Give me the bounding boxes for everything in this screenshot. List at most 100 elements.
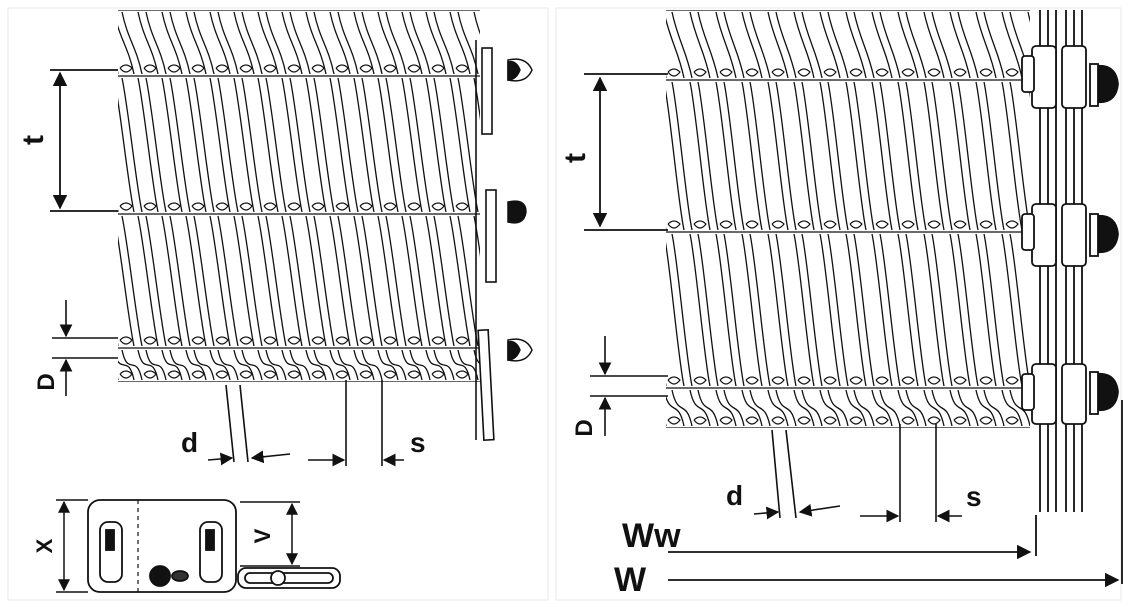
left-mesh-wire	[233, 349, 255, 381]
left-mesh-wire	[329, 11, 351, 75]
left-mesh-wire	[409, 349, 431, 381]
left-mesh-wire	[209, 349, 231, 381]
left-mesh-loop	[192, 0, 204, 6]
left-mesh-wire	[217, 77, 239, 213]
left-mesh-loop	[167, 202, 181, 211]
left-mesh-wire	[409, 215, 431, 347]
right-mesh-wire	[845, 81, 867, 231]
right-mesh-loop	[1006, 0, 1018, 6]
right-mesh-loop	[668, 0, 680, 6]
right-wire-label: d	[726, 480, 743, 511]
left-mesh-wire	[385, 215, 407, 347]
left-mesh-loop	[311, 336, 325, 345]
left-mesh-wire	[137, 215, 159, 347]
right-mesh-loop	[953, 376, 967, 385]
left-mesh-wire	[118, 24, 135, 75]
left-pitch-dimension	[50, 69, 118, 212]
left-mesh-loop	[119, 64, 133, 73]
right-mesh-wire	[853, 11, 875, 79]
left-mesh-wire	[305, 349, 327, 381]
left-mesh-loop	[335, 336, 349, 345]
left-mesh-loop	[408, 0, 420, 6]
left-mesh-loop	[216, 0, 228, 6]
left-mesh-loop	[120, 0, 132, 6]
right-mesh-loop	[927, 416, 941, 425]
right-mesh-loop	[771, 416, 785, 425]
right-mesh-wire	[897, 389, 919, 427]
left-mesh-wire	[473, 11, 480, 35]
right-mesh-wire	[715, 11, 737, 79]
left-mesh-wire	[353, 11, 375, 75]
left-mesh-loop	[263, 370, 277, 379]
left-mesh-wire	[377, 77, 399, 213]
left-mesh-loop	[431, 336, 445, 345]
right-mesh-wire	[819, 233, 841, 387]
right-mesh-wire	[923, 389, 945, 427]
right-mesh-wire	[949, 11, 971, 79]
left-mesh-loop	[168, 0, 180, 6]
left-mesh-wire	[433, 215, 455, 347]
left-mesh-wire	[305, 77, 327, 213]
left-mesh-wire	[121, 349, 143, 381]
left-mesh-loop	[335, 202, 349, 211]
left-mesh-wire	[385, 11, 407, 75]
right-mesh-wire	[819, 11, 841, 79]
right-mesh-wire	[775, 81, 797, 231]
right-mesh-loop	[693, 220, 707, 229]
right-mesh-wire	[697, 11, 719, 79]
right-mesh-loop	[667, 68, 681, 77]
left-mesh-wire	[289, 349, 311, 381]
right-mesh-wire	[819, 389, 841, 427]
left-mesh-wire	[257, 215, 279, 347]
right-mesh-wire	[923, 233, 945, 387]
left-mesh-wire	[265, 349, 287, 381]
left-mesh-wire	[281, 77, 303, 213]
left-mesh-loop	[407, 202, 421, 211]
right-mesh-loop	[824, 0, 836, 6]
left-mesh-loop	[264, 0, 276, 6]
right-spacing-label: s	[966, 481, 982, 512]
left-mesh-loop	[360, 0, 372, 6]
left-mesh-loop	[167, 64, 181, 73]
left-mesh-loop	[239, 336, 253, 345]
right-mesh-loop	[928, 0, 940, 6]
left-mesh-loop	[119, 202, 133, 211]
right-mesh-loop	[979, 376, 993, 385]
right-mesh-wire	[1001, 11, 1023, 79]
right-mesh-loop	[746, 0, 758, 6]
left-spacing-dimension	[308, 380, 404, 467]
right-mesh-wire	[845, 233, 867, 387]
right-mesh-wire	[819, 81, 841, 231]
left-mesh-loop	[287, 336, 301, 345]
left-mesh-wire	[305, 215, 327, 347]
left-mesh-wire	[425, 215, 447, 347]
left-mesh-loop	[359, 336, 373, 345]
right-mesh-wire	[1009, 389, 1030, 427]
right-mesh-loop	[902, 0, 914, 6]
right-mesh-loop	[694, 0, 706, 6]
left-mesh-wire	[193, 215, 215, 347]
right-mesh-wire	[741, 389, 763, 427]
left-mesh-loop	[384, 0, 396, 6]
left-mesh-loop	[455, 64, 469, 73]
right-spacing-dimension	[860, 424, 962, 523]
right-mesh-wire	[671, 11, 693, 79]
right-mesh-wire	[689, 81, 711, 231]
left-wire-label: d	[181, 427, 198, 458]
left-mesh-loop	[407, 336, 421, 345]
left-mesh-wire	[209, 77, 231, 213]
left-mesh-wire	[137, 11, 159, 75]
left-mesh-wire	[329, 77, 351, 213]
left-mesh-wire	[385, 77, 407, 213]
right-mesh-wire	[957, 233, 979, 387]
left-mesh-wire	[193, 77, 215, 213]
left-mesh-wire	[193, 11, 215, 75]
left-mesh-wire	[161, 215, 183, 347]
right-mesh-loop	[823, 68, 837, 77]
right-mesh-wire	[801, 389, 823, 427]
left-mesh-wire	[329, 215, 351, 347]
left-mesh-wire	[241, 215, 263, 347]
right-mesh-loop	[719, 68, 733, 77]
right-mesh-loop	[797, 220, 811, 229]
left-mesh-loop	[288, 0, 300, 6]
